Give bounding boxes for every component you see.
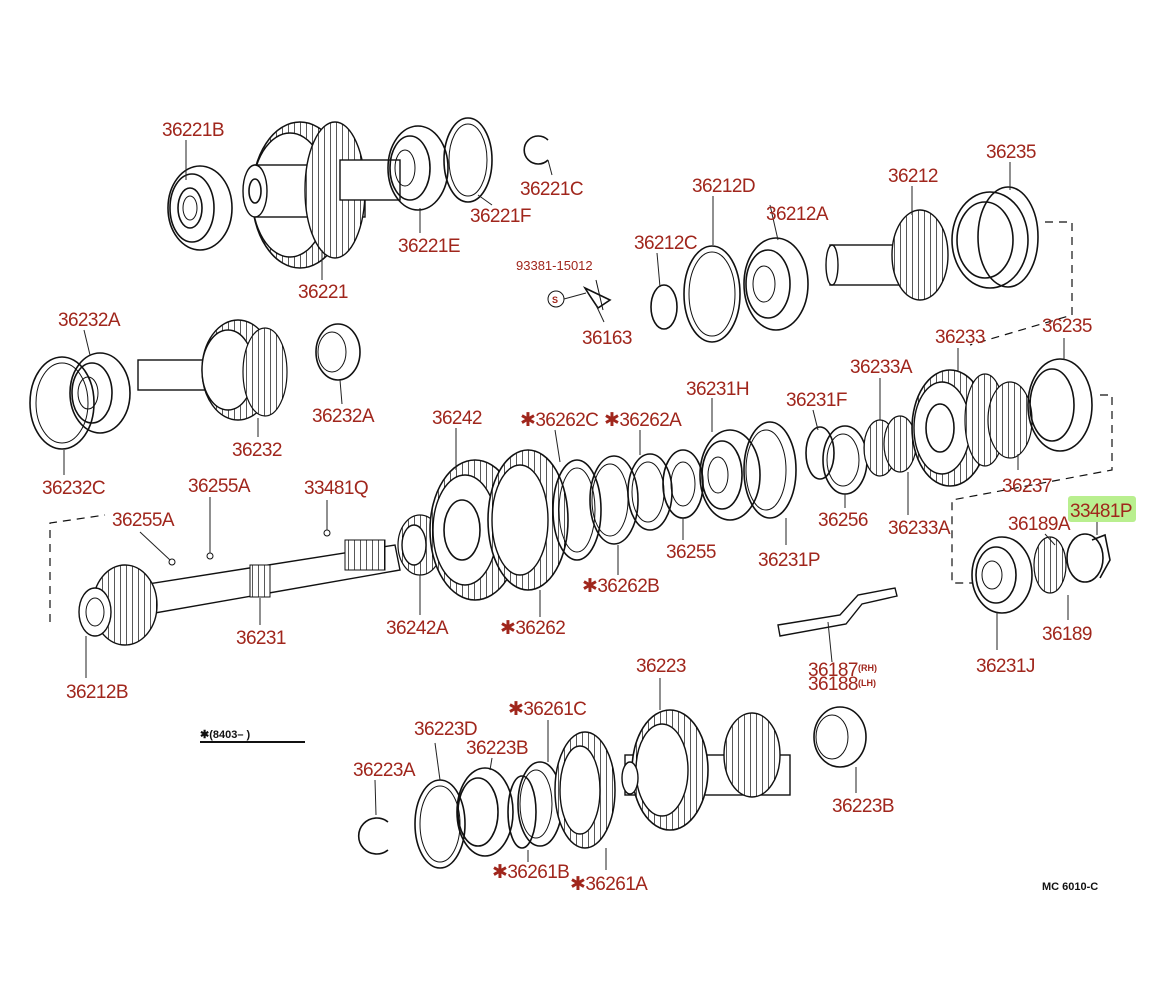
part-36261A-gear-drawing [554, 731, 616, 849]
part-36232-counter-gear-drawing [137, 319, 288, 421]
part-36221C-clip-drawing [523, 135, 549, 165]
label-36187[interactable]: 36187 [808, 660, 858, 681]
part-36223-counter-gear-drawing [621, 709, 791, 831]
highlight-33481P [1068, 496, 1136, 522]
label-36261C[interactable]: ✱36261C [508, 699, 587, 720]
label-36163[interactable]: 36163 [582, 328, 632, 349]
label-36223B-left[interactable]: 36223B [466, 738, 529, 759]
label-36242[interactable]: 36242 [432, 408, 482, 429]
label-36233A-bot[interactable]: 36233A [888, 518, 951, 539]
part-36231J-bearing-drawing [971, 536, 1033, 614]
part-36235-bearing-drawing [1027, 358, 1093, 452]
part-36261B-ring-drawing [507, 775, 537, 849]
label-36189[interactable]: 36189 [1042, 624, 1092, 645]
label-36237[interactable]: 36237 [1002, 476, 1052, 497]
small-detent-balls [168, 529, 331, 566]
part-36223A-clip-drawing [357, 817, 389, 855]
part-36212C-clip-drawing [650, 284, 678, 330]
label-36242A[interactable]: 36242A [386, 618, 449, 639]
part-36232A-needle-bearing-drawing [315, 323, 361, 381]
label-36231F[interactable]: 36231F [786, 390, 847, 411]
part-36255-washer-drawing [662, 449, 704, 519]
label-36221C[interactable]: 36221C [520, 179, 584, 200]
dashed-group-outline-left [49, 514, 106, 622]
label-36232C[interactable]: 36232C [42, 478, 106, 499]
part-36237-sleeve-drawing [987, 381, 1033, 459]
label-36235-top[interactable]: 36235 [986, 142, 1036, 163]
label-36212D[interactable]: 36212D [692, 176, 756, 197]
label-lh: (LH) [858, 678, 876, 688]
label-36221F[interactable]: 36221F [470, 206, 531, 227]
label-36212C[interactable]: 36212C [634, 233, 698, 254]
label-36221[interactable]: 36221 [298, 282, 348, 303]
label-36255A-left[interactable]: 36255A [112, 510, 175, 531]
part-36212-input-shaft-drawing [825, 186, 1039, 301]
label-36212A[interactable]: 36212A [766, 204, 829, 225]
part-36262C-ring-drawing [552, 459, 602, 561]
part-36212D-ring-drawing [683, 245, 741, 343]
label-36231P[interactable]: 36231P [758, 550, 821, 571]
label-36255[interactable]: 36255 [666, 542, 716, 563]
label-36261B[interactable]: ✱36261B [492, 862, 570, 883]
part-36187-shift-lever-drawing [777, 587, 898, 637]
label-rh: (RH) [858, 663, 877, 673]
label-36223B-right[interactable]: 36223B [832, 796, 895, 817]
part-36223B-bearing-drawing [456, 767, 514, 857]
part-36231P-retainer-drawing [743, 421, 797, 519]
label-36221E[interactable]: 36221E [398, 236, 461, 257]
label-36212B[interactable]: 36212B [66, 682, 129, 703]
part-36212A-bearing-drawing [743, 237, 809, 331]
label-36262[interactable]: ✱36262 [500, 618, 566, 639]
label-36221B[interactable]: 36221B [162, 120, 225, 141]
label-36223D[interactable]: 36223D [414, 719, 478, 740]
label-93381-15012[interactable]: 93381-15012 [516, 258, 593, 273]
part-36231H-bearing-drawing [699, 429, 761, 521]
label-36212[interactable]: 36212 [888, 166, 938, 187]
label-36235-mid[interactable]: 36235 [1042, 316, 1092, 337]
part-36221F-snap-ring-drawing [443, 117, 493, 203]
label-36261A[interactable]: ✱36261A [570, 874, 649, 895]
part-36232A-bearing-drawing [69, 352, 131, 434]
label-36232[interactable]: 36232 [232, 440, 282, 461]
label-36232A-mid[interactable]: 36232A [312, 406, 375, 427]
dashed-group-outline-right [951, 394, 1113, 584]
label-36255A-mid[interactable]: 36255A [188, 476, 251, 497]
label-36231[interactable]: 36231 [236, 628, 286, 649]
star-applicability-note: ✱(8403– ) [200, 729, 251, 741]
part-36231-main-shaft-drawing [78, 539, 401, 646]
diagram-code: MC 6010-C [1042, 881, 1098, 893]
label-36188[interactable]: 36188 [808, 674, 858, 695]
dashed-group-outline-top [969, 221, 1073, 346]
part-36232C-ring-drawing [29, 356, 95, 450]
label-36262A[interactable]: ✱36262A [604, 410, 683, 431]
part-36262B-ring-drawing [589, 455, 639, 545]
part-36256-ring-drawing [822, 425, 868, 495]
label-s-symbol: S [552, 295, 558, 305]
part-36233A-needle-bearing-drawing [863, 415, 917, 477]
label-36223A[interactable]: 36223A [353, 760, 416, 781]
leader-lines [63, 140, 1098, 870]
label-33481Q[interactable]: 33481Q [304, 478, 369, 499]
label-36231H[interactable]: 36231H [686, 379, 750, 400]
part-36221-gear-drawing [242, 121, 401, 269]
part-labels: 36221B 36221 36221E 36221F 36221C 36212D… [42, 120, 1133, 895]
label-36262B[interactable]: ✱36262B [582, 576, 660, 597]
label-33481P[interactable]: 33481P [1070, 501, 1133, 522]
label-36232A-top[interactable]: 36232A [58, 310, 121, 331]
label-36262C[interactable]: ✱36262C [520, 410, 599, 431]
label-36231J[interactable]: 36231J [976, 656, 1035, 677]
part-36221B-bearing-drawing [167, 165, 233, 251]
part-36262-synchronizer-drawing [487, 449, 569, 591]
part-36221E-bearing-drawing [387, 125, 449, 211]
label-36256[interactable]: 36256 [818, 510, 868, 531]
part-36231F-clip-drawing [805, 426, 835, 480]
label-36233[interactable]: 36233 [935, 327, 985, 348]
part-36189-speedo-gear-drawing [1033, 533, 1111, 594]
label-36233A-top[interactable]: 36233A [850, 357, 913, 378]
label-36223[interactable]: 36223 [636, 656, 686, 677]
label-36189A[interactable]: 36189A [1008, 514, 1071, 535]
part-36223B-needle-bearing-drawing [813, 706, 867, 768]
